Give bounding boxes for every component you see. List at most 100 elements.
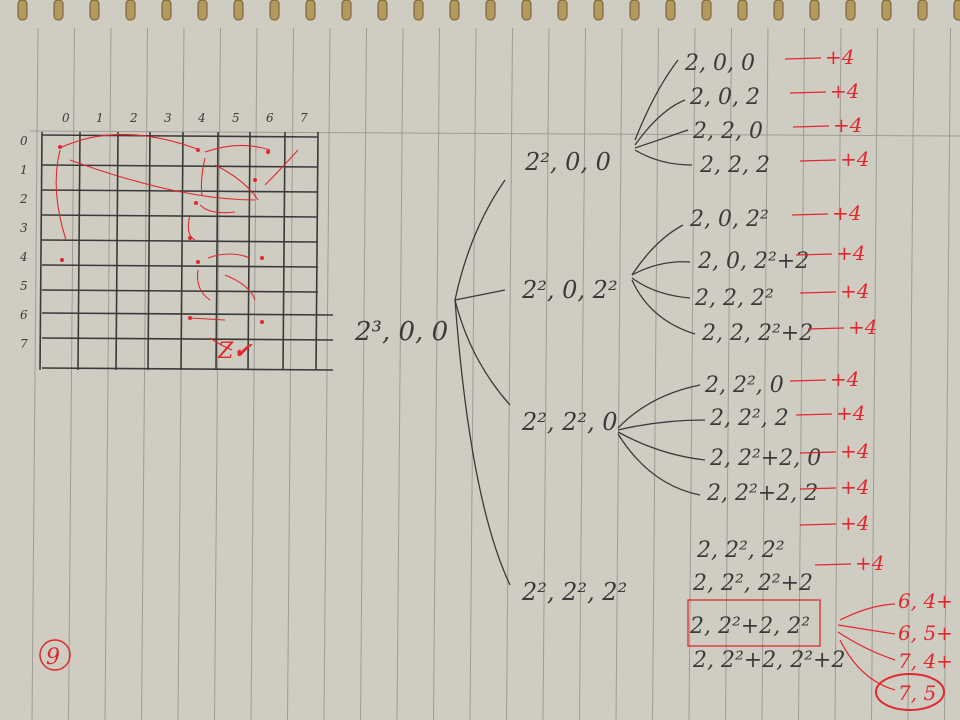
ruled-line bbox=[798, 27, 805, 720]
ruled-line bbox=[68, 27, 75, 720]
level2-node: 2, 2²+2, 0 bbox=[709, 446, 821, 471]
grid-row-line bbox=[41, 239, 319, 243]
ruled-line bbox=[871, 27, 878, 720]
tree-arrow bbox=[634, 129, 689, 149]
level2-node: 2, 0, 0 bbox=[684, 51, 755, 76]
grid-col-line bbox=[247, 131, 251, 371]
ruled-line bbox=[323, 27, 331, 720]
plus-arrow bbox=[792, 125, 830, 128]
grid-row-label: 6 bbox=[20, 308, 28, 322]
level1-node: 2², 0, 2² bbox=[521, 276, 618, 304]
tree-arrow bbox=[617, 433, 701, 496]
side-label: 7, 5 bbox=[898, 681, 936, 705]
plus-label: +4 bbox=[833, 113, 862, 137]
ruled-line bbox=[944, 27, 951, 720]
spiral-ring bbox=[485, 0, 496, 21]
plus-label: +4 bbox=[840, 279, 869, 303]
grid-row-line bbox=[41, 164, 319, 168]
grid-row-label: 4 bbox=[19, 250, 28, 264]
tree-arrow bbox=[631, 261, 691, 276]
grid-col-line bbox=[77, 131, 81, 371]
plus-label: +4 bbox=[840, 147, 869, 171]
level2-node: 2, 2²+2, 2²+2 bbox=[692, 648, 845, 673]
grid-col-label: 6 bbox=[266, 111, 274, 125]
hand-drawn-grid bbox=[39, 131, 334, 371]
plus-arrow bbox=[784, 57, 822, 60]
level2-node: 2, 2², 2 bbox=[709, 406, 789, 431]
plus-arrow bbox=[799, 451, 837, 454]
tree-arrow bbox=[454, 179, 506, 301]
ruled-line bbox=[214, 27, 221, 720]
tree-arrow bbox=[454, 299, 511, 586]
tree-arrow bbox=[634, 59, 679, 141]
grid-row-label: 1 bbox=[20, 163, 28, 177]
level2-node: 2, 2²+2, 2 bbox=[706, 481, 818, 506]
grid-red-dots bbox=[58, 145, 270, 324]
circled-answer bbox=[875, 673, 945, 711]
level2-node: 2, 2², 2² bbox=[696, 538, 785, 563]
level2-node: 2, 0, 2²+2 bbox=[697, 249, 809, 274]
level2-node: 2, 2, 2 bbox=[699, 153, 770, 178]
spiral-ring bbox=[341, 0, 352, 21]
ruled-line bbox=[907, 27, 915, 720]
plus-arrow bbox=[814, 563, 852, 566]
plus-arrow bbox=[799, 487, 837, 490]
root-label: 2³, 0, 0 bbox=[354, 317, 448, 347]
ruled-line bbox=[433, 27, 440, 720]
plus-label: +4 bbox=[840, 511, 869, 535]
ruled-line bbox=[725, 27, 732, 720]
level2-node: 2, 0, 2² bbox=[689, 207, 769, 232]
plus-label: +4 bbox=[855, 551, 884, 575]
grid-col-label: 5 bbox=[232, 111, 240, 125]
grid-col-line bbox=[115, 131, 119, 371]
ruled-line bbox=[579, 27, 586, 720]
grid-col-line bbox=[282, 131, 286, 371]
grid-row-line bbox=[41, 214, 319, 218]
ruled-line bbox=[287, 27, 294, 720]
spiral-ring bbox=[809, 0, 820, 21]
level2-node: 2, 2², 0 bbox=[704, 373, 784, 398]
ruled-line bbox=[542, 27, 550, 720]
grid-col-line bbox=[147, 131, 151, 371]
spiral-ring bbox=[665, 0, 676, 21]
grid-col-label: 4 bbox=[197, 111, 206, 125]
spiral-ring bbox=[449, 0, 460, 21]
side-label: 6, 5+ bbox=[898, 621, 953, 645]
grid-row-label: 0 bbox=[20, 134, 28, 148]
grid-row-line bbox=[41, 264, 319, 268]
plus-labels: +4+4+4+4+4+4+4+4+4+4+4+4+4+4 bbox=[784, 45, 884, 575]
grid-row-line bbox=[41, 189, 319, 193]
level1-node: 2², 0, 0 bbox=[524, 148, 611, 176]
tree-arrows bbox=[454, 59, 706, 586]
ruled-line bbox=[506, 27, 513, 720]
spiral-ring bbox=[521, 0, 532, 21]
spiral-ring bbox=[89, 0, 100, 21]
plus-arrow bbox=[799, 291, 837, 294]
ruled-line bbox=[141, 27, 148, 720]
grid-row-label: 2 bbox=[19, 192, 28, 206]
grid-row-line bbox=[41, 312, 334, 316]
grid-col-label: 2 bbox=[129, 111, 138, 125]
tree-arrow bbox=[634, 149, 693, 166]
level1-node: 2², 2², 2² bbox=[521, 578, 627, 606]
spiral-ring bbox=[881, 0, 892, 21]
plus-label: +4 bbox=[830, 79, 859, 103]
spiral-ring bbox=[305, 0, 316, 21]
ruled-line bbox=[615, 27, 623, 720]
plus-arrow bbox=[791, 213, 829, 216]
tree-arrow bbox=[634, 99, 686, 146]
spiral-ring bbox=[845, 0, 856, 21]
spiral-ring bbox=[17, 0, 28, 21]
grid-row-line bbox=[41, 337, 334, 341]
plus-arrow bbox=[799, 523, 837, 526]
spiral-ring bbox=[953, 0, 960, 21]
plus-label: +4 bbox=[836, 401, 865, 425]
grid-col-line bbox=[215, 131, 219, 371]
side-labels: 6, 4+6, 5+7, 4+7, 5 bbox=[898, 589, 953, 705]
tree-arrow bbox=[631, 224, 684, 276]
level2-node: 2, 2, 0 bbox=[692, 119, 763, 144]
tree-arrow bbox=[617, 431, 706, 461]
plus-arrow bbox=[807, 327, 845, 330]
